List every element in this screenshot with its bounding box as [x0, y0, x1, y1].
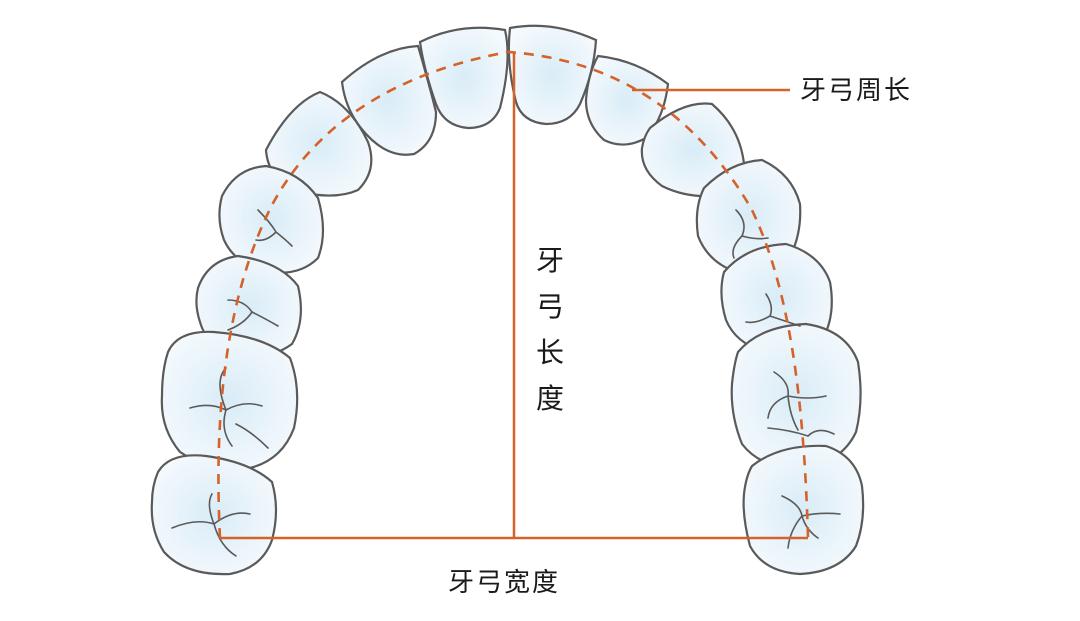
arch-length-char: 牙 — [535, 244, 564, 277]
tooth-right-central-incisor — [507, 24, 598, 126]
tooth-left-second-premolar — [195, 254, 303, 358]
tooth-left-first-premolar — [218, 164, 325, 274]
tooth-right-second-molar — [742, 444, 865, 576]
arch-perimeter-label: 牙弓周长 — [800, 76, 913, 106]
tooth-left-second-molar — [150, 454, 278, 576]
arch-length-char: 弓 — [535, 290, 564, 323]
tooth-right-lateral-incisor — [584, 54, 670, 146]
arch-length-char: 度 — [535, 382, 564, 415]
tooth-fissures — [171, 209, 841, 557]
arch-width-label: 牙弓宽度 — [448, 568, 561, 598]
tooth-left-first-molar — [160, 330, 299, 470]
tooth-left-central-incisor — [418, 26, 509, 130]
arch-length-label: 牙 弓 长 度 — [530, 238, 570, 422]
arch-perimeter-curve — [217, 50, 810, 539]
arch-length-char: 长 — [535, 336, 564, 369]
tooth-left-lateral-incisor — [340, 44, 438, 156]
